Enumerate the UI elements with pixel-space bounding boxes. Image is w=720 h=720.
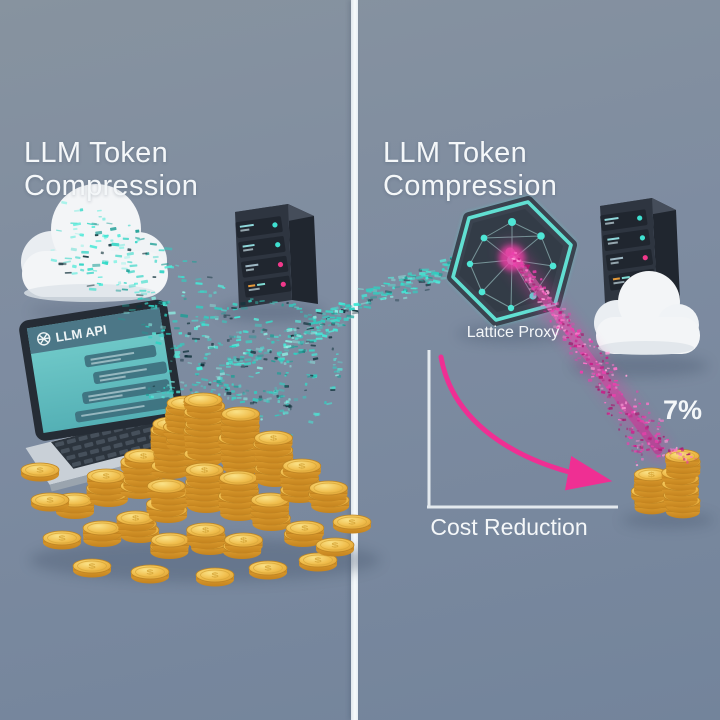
left-panel-title: LLM Token Compression <box>24 137 199 202</box>
cost-percentage: 7% <box>663 395 703 425</box>
svg-text:$: $ <box>211 572 218 579</box>
svg-text:$: $ <box>46 497 53 504</box>
svg-text:$: $ <box>298 463 305 470</box>
svg-text:$: $ <box>648 471 655 478</box>
stream-sparkle-on-pile <box>145 381 293 411</box>
coin-stacks-right: $ <box>630 449 701 519</box>
svg-text:$: $ <box>270 435 277 442</box>
network-logo-icon <box>37 332 51 346</box>
svg-text:$: $ <box>132 515 139 522</box>
panel-divider <box>351 0 358 720</box>
svg-text:$: $ <box>314 557 321 564</box>
beam-sparkle-on-coins <box>631 442 698 464</box>
svg-text:$: $ <box>103 473 110 480</box>
laptop-app-header <box>26 307 164 355</box>
svg-text:$: $ <box>140 453 147 460</box>
server-rack-left <box>235 204 318 308</box>
chart-axes <box>427 350 618 509</box>
svg-text:$: $ <box>146 569 153 576</box>
coin-pile-left: $$$$$$$$$$$$$$$$$$$$ <box>20 392 372 587</box>
svg-text:$: $ <box>331 542 338 549</box>
svg-text:$: $ <box>201 467 208 474</box>
svg-text:$: $ <box>301 525 308 532</box>
compressed-beam-pink <box>498 240 677 467</box>
decreasing-trend-arrow <box>438 354 613 491</box>
chart-caption: Cost Reduction <box>430 514 588 540</box>
svg-text:$: $ <box>264 565 271 572</box>
svg-text:$: $ <box>348 519 355 526</box>
svg-text:$: $ <box>58 535 65 542</box>
proxy-label: Lattice Proxy <box>466 324 560 341</box>
svg-text:$: $ <box>36 467 43 474</box>
svg-text:$: $ <box>202 527 209 534</box>
svg-text:$: $ <box>240 537 247 544</box>
cloud-icon-left <box>21 184 168 302</box>
cost-reduction-chart <box>427 350 618 509</box>
cloud-icon-right <box>594 271 700 355</box>
server-slots-left <box>235 216 292 298</box>
right-panel-title: LLM Token Compression <box>383 137 558 202</box>
server-slots-right <box>600 209 656 291</box>
svg-text:$: $ <box>88 563 95 570</box>
chat-bubble-text-lines <box>81 351 147 417</box>
